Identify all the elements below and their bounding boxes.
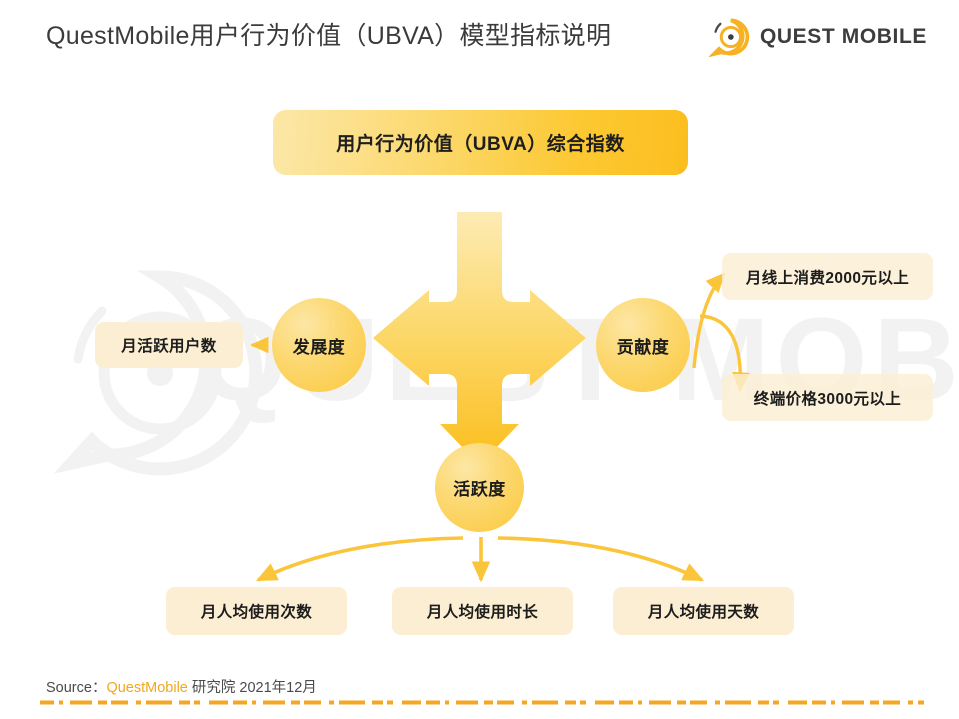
source-note: Source：QuestMobile 研究院 2021年12月 [46,676,317,697]
leaf-monthly-usage-duration-label: 月人均使用时长 [426,604,539,621]
leaf-monthly-usage-times-label: 月人均使用次数 [200,604,313,621]
node-activity-label: 活跃度 [453,480,506,499]
node-contribution-label: 贡献度 [616,337,670,357]
source-prefix: Source： [46,680,107,696]
source-brand: QuestMobile [106,680,188,696]
node-development-label: 发展度 [292,337,346,357]
arrow-activity-to-days [497,536,705,582]
arrow-activity-to-times [255,536,464,582]
footer-divider [40,700,924,705]
node-activity[interactable]: 活跃度 [435,443,524,532]
leaf-monthly-online-spend[interactable]: 月线上消费2000元以上 [722,253,933,300]
leaf-monthly-usage-days-label: 月人均使用天数 [647,604,760,621]
leaf-monthly-active-users[interactable]: 月活跃用户数 [95,322,243,368]
leaf-monthly-usage-times[interactable]: 月人均使用次数 [166,587,347,635]
leaf-monthly-online-spend-label: 月线上消费2000元以上 [745,269,910,287]
leaf-monthly-usage-duration[interactable]: 月人均使用时长 [392,587,573,635]
node-ubva-index[interactable]: 用户行为价值（UBVA）综合指数 [273,110,688,175]
node-development[interactable]: 发展度 [272,298,366,392]
leaf-monthly-active-users-label: 月活跃用户数 [121,338,217,355]
three-way-split-arrow-icon [373,212,586,465]
node-contribution[interactable]: 贡献度 [596,298,690,392]
leaf-monthly-usage-days[interactable]: 月人均使用天数 [613,587,794,635]
arrow-contribution-to-spend [692,272,726,369]
page-title: QuestMobile用户行为价值（UBVA）模型指标说明 [46,22,612,50]
leaf-device-price[interactable]: 终端价格3000元以上 [722,374,933,421]
brand-wordmark: QUEST MOBILE [759,25,927,48]
questmobile-speech-bubble-icon [708,18,750,58]
source-suffix: 研究院 2021年12月 [187,680,317,696]
leaf-device-price-label: 终端价格3000元以上 [753,390,902,408]
node-ubva-index-label: 用户行为价值（UBVA）综合指数 [336,134,625,155]
brand-logo: QUEST MOBILE [708,16,927,58]
